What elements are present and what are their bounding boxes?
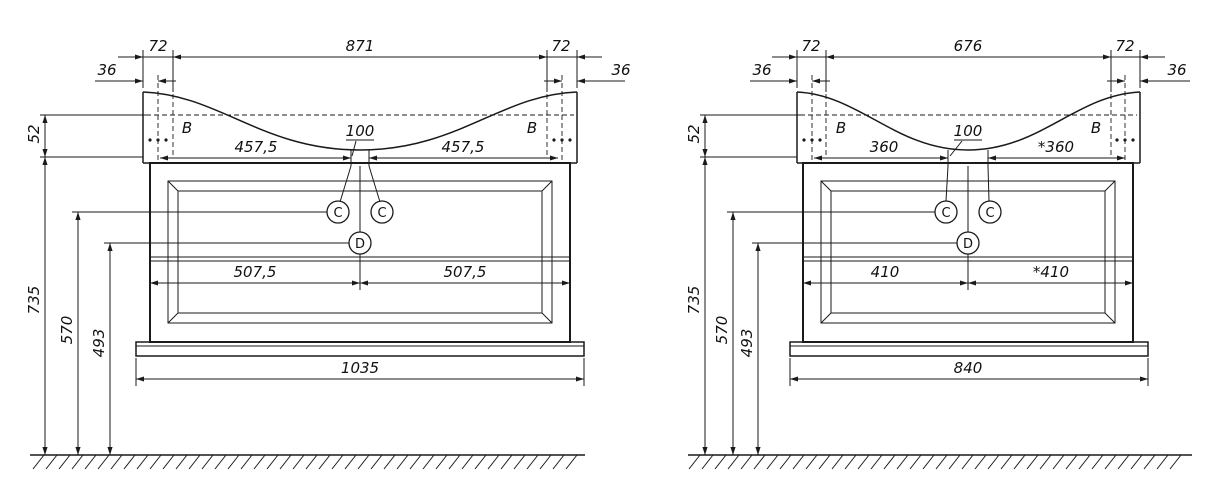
left-basin-dimensions bbox=[150, 139, 570, 290]
dim-36-right: 36 bbox=[611, 61, 630, 79]
dim-570: 570 bbox=[58, 316, 76, 345]
left-drawing: B B 72 871 72 3 bbox=[25, 37, 631, 470]
dim-410-right: *410 bbox=[1033, 263, 1069, 281]
dim-72-left: 72 bbox=[801, 37, 820, 55]
right-bottom-dimension bbox=[789, 358, 1149, 386]
hole-label-c2: C bbox=[985, 206, 994, 221]
right-top-dimensions bbox=[750, 50, 1190, 92]
dim-457-5-right: 457,5 bbox=[442, 138, 485, 156]
dim-570: 570 bbox=[713, 316, 731, 345]
dim-36-right: 36 bbox=[1167, 61, 1186, 79]
right-ground-line bbox=[688, 454, 1192, 470]
right-basin-dimensions bbox=[803, 139, 1133, 290]
hole-label-d: D bbox=[355, 237, 365, 252]
dim-72-right: 72 bbox=[1115, 37, 1134, 55]
dim-493: 493 bbox=[738, 329, 756, 358]
dim-457-5-left: 457,5 bbox=[235, 138, 278, 156]
right-height-dimensions bbox=[700, 114, 957, 455]
dim-36-left: 36 bbox=[752, 61, 771, 79]
left-top-dimensions bbox=[95, 50, 625, 92]
dim-507-5-left: 507,5 bbox=[234, 263, 277, 281]
dim-72-right: 72 bbox=[551, 37, 570, 55]
dim-360-right: *360 bbox=[1038, 138, 1074, 156]
dim-52: 52 bbox=[685, 124, 703, 143]
mount-point-label-b-right: B bbox=[1091, 119, 1101, 137]
hole-label-c1: C bbox=[941, 206, 950, 221]
dim-493: 493 bbox=[90, 329, 108, 358]
right-drawing: B B 72 676 72 36 36 bbox=[685, 37, 1192, 470]
left-height-dimensions bbox=[40, 114, 349, 455]
dim-735: 735 bbox=[685, 286, 703, 315]
left-hole-callouts: C C D bbox=[326, 200, 394, 255]
dim-871: 871 bbox=[346, 37, 375, 55]
dim-100: 100 bbox=[954, 122, 983, 140]
dim-1035: 1035 bbox=[341, 359, 379, 377]
hole-label-c2: C bbox=[377, 206, 386, 221]
dim-410-left: 410 bbox=[871, 263, 900, 281]
dim-840: 840 bbox=[954, 359, 983, 377]
dim-735: 735 bbox=[25, 286, 43, 315]
dim-507-5-right: 507,5 bbox=[444, 263, 487, 281]
hole-label-d: D bbox=[963, 237, 973, 252]
left-ground-line bbox=[30, 454, 585, 470]
dim-360-left: 360 bbox=[870, 138, 899, 156]
left-countertop bbox=[142, 75, 578, 164]
mount-point-label-b-left: B bbox=[836, 119, 846, 137]
right-countertop bbox=[796, 75, 1141, 164]
hole-label-c1: C bbox=[333, 206, 342, 221]
dim-100: 100 bbox=[346, 122, 375, 140]
mount-point-label-b-right: B bbox=[527, 119, 537, 137]
right-hole-callouts: C C D bbox=[934, 200, 1002, 255]
dim-52: 52 bbox=[25, 124, 43, 143]
left-bottom-dimension bbox=[135, 358, 585, 386]
dim-676: 676 bbox=[954, 37, 983, 55]
right-cabinet-body bbox=[789, 162, 1149, 357]
dim-36-left: 36 bbox=[97, 61, 116, 79]
dim-72-left: 72 bbox=[148, 37, 167, 55]
mount-point-label-b-left: B bbox=[182, 119, 192, 137]
